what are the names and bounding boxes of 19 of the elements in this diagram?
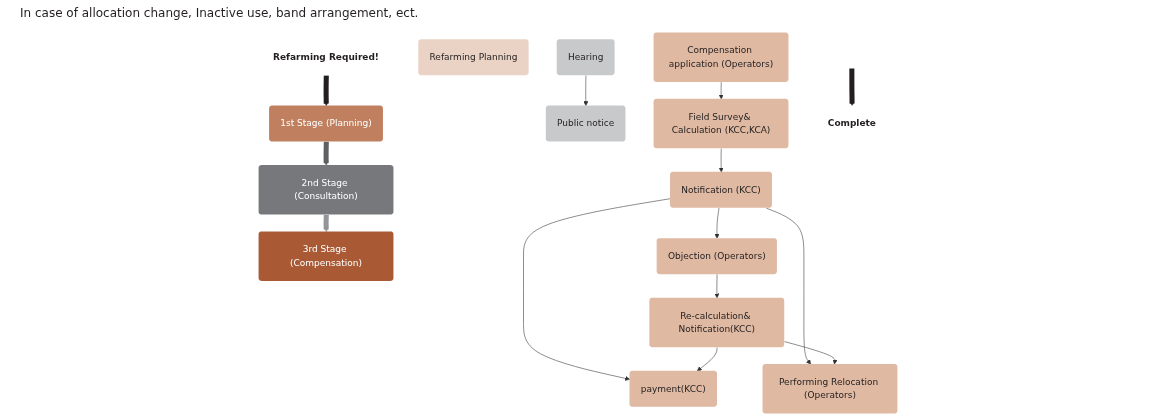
node-box: Objection (Operators) <box>656 238 777 275</box>
node-box: 2nd Stage (Consultation) <box>258 165 394 215</box>
node-box: Performing Relocation (Operators) <box>762 364 898 414</box>
node-text: Refarming Required! <box>273 51 379 63</box>
node-box: Compensation application (Operators) <box>653 32 789 82</box>
node-box: Hearing <box>556 39 615 76</box>
node-box: payment(KCC) <box>629 370 717 407</box>
arrow <box>323 141 329 166</box>
arrow <box>849 68 855 107</box>
node-box: 1st Stage (Planning) <box>269 105 383 142</box>
node-box: Refarming Planning <box>418 39 529 76</box>
arrow <box>323 75 329 107</box>
node-box: Re-calculation& Notification(KCC) <box>649 297 785 348</box>
node-box: Notification (KCC) <box>670 171 772 208</box>
node-box: Public notice <box>545 105 626 142</box>
node-box: 3rd Stage (Compensation) <box>258 231 394 281</box>
note-text: In case of allocation change, Inactive use, band arrangement, ect. <box>20 6 420 20</box>
node-text: Complete <box>827 117 876 129</box>
node-box: Field Survey& Calculation (KCC,KCA) <box>653 98 789 149</box>
